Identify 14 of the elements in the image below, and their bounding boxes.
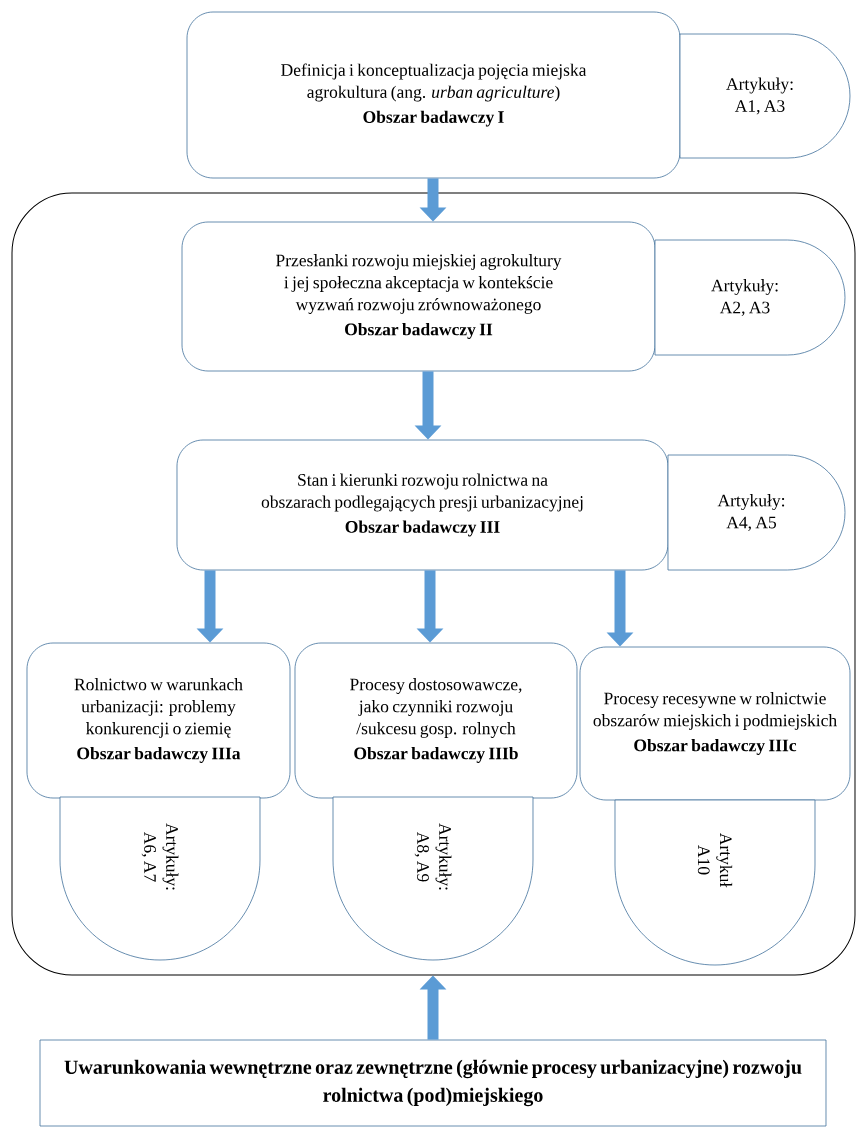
node-label: Artykuły: A2, A3 bbox=[711, 279, 778, 316]
conditions-box: Uwarunkowania wewnętrzne oraz zewnętrzne (głównie procesy urbanizacyjne) rozwoju rolnictwa (pod)miejskiego bbox=[39, 1039, 827, 1127]
articles-tab: Artykuły: A1, A3 bbox=[679, 33, 851, 159]
node-label: Artykuły: A1, A3 bbox=[726, 77, 793, 115]
articles-tab: Artykuły: A8, A9 bbox=[332, 796, 534, 961]
articles-tab: Artykuł A10 bbox=[614, 799, 816, 966]
research-area-box: Rolnictwo w warunkach urbanizacji: problemy konkurencji o ziemię Obszar badawczy IIIa bbox=[26, 642, 291, 799]
articles-tab: Artykuły: A2, A3 bbox=[654, 239, 846, 356]
articles-tab: Artykuły: A6, A7 bbox=[59, 796, 261, 961]
group-frame bbox=[11, 192, 856, 976]
node-label: Artykuły: A4, A5 bbox=[717, 494, 785, 531]
articles-tab: Artykuły: A4, A5 bbox=[667, 454, 846, 571]
research-area-box: Procesy recesywne w rolnictwie obszarów miejskich i podmiejskich Obszar badawczy IIIc bbox=[579, 646, 851, 801]
research-area-box: Procesy dostosowawcze, jako czynniki rozwoju /sukcesu gosp. rolnych Obszar badawczy IIIb bbox=[294, 642, 578, 799]
